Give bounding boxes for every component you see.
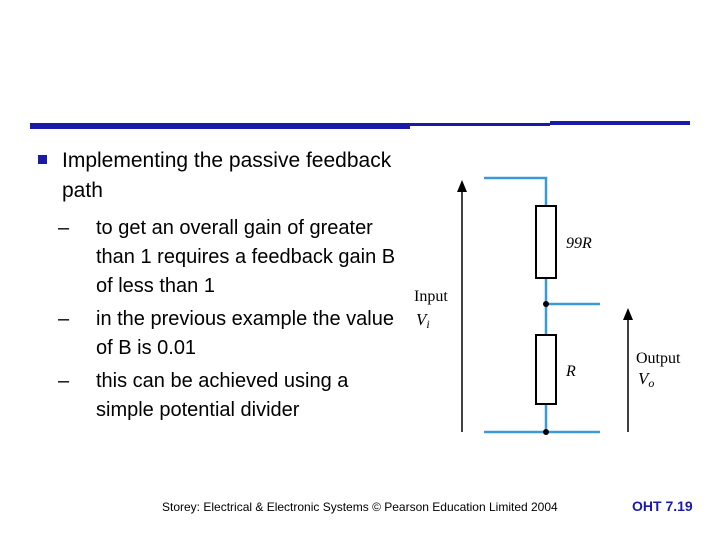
title-rule-middle — [410, 123, 550, 126]
output-arrow — [623, 308, 633, 432]
resistor-99r-label: 99R — [566, 235, 592, 252]
junction-dot — [543, 301, 549, 307]
resistor-r — [535, 334, 557, 405]
title-rule-left — [30, 123, 410, 129]
output-label: Output — [636, 350, 681, 367]
main-bullet: Implementing the passive feedback path — [38, 146, 398, 206]
output-voltage-label: Vo — [638, 369, 654, 390]
main-bullet-text: Implementing the passive feedback path — [62, 149, 392, 202]
dash-icon: – — [58, 370, 70, 392]
bullet-list: Implementing the passive feedback path –… — [38, 146, 398, 429]
sub-bullet-1: – to get an overall gain of greater than… — [38, 214, 398, 301]
sub-bullet-3: – this can be achieved using a simple po… — [38, 367, 398, 425]
input-arrow — [457, 180, 467, 432]
title-rule-right — [550, 121, 690, 125]
sub-bullet-2: – in the previous example the value of B… — [38, 305, 398, 363]
input-label: Input — [414, 288, 448, 305]
resistor-99r — [535, 205, 557, 279]
dash-icon: – — [58, 217, 70, 239]
sub-bullet-text: to get an overall gain of greater than 1… — [96, 217, 396, 297]
input-voltage-label: Vi — [416, 310, 430, 331]
sub-bullet-text: in the previous example the value of B i… — [96, 308, 394, 359]
sub-bullet-list: – to get an overall gain of greater than… — [38, 214, 398, 425]
junction-dot — [543, 429, 549, 435]
circuit-wires — [484, 176, 600, 434]
square-bullet-icon — [38, 155, 47, 164]
sub-bullet-text: this can be achieved using a simple pote… — [96, 370, 349, 421]
resistor-r-label: R — [565, 363, 576, 380]
slide-number: OHT 7.19 — [632, 498, 693, 514]
potential-divider-diagram: Input Vi 99R R Output Vo — [414, 176, 681, 435]
dash-icon: – — [58, 308, 70, 330]
top-wire — [484, 176, 548, 206]
footer-copyright: Storey: Electrical & Electronic Systems … — [162, 500, 558, 514]
